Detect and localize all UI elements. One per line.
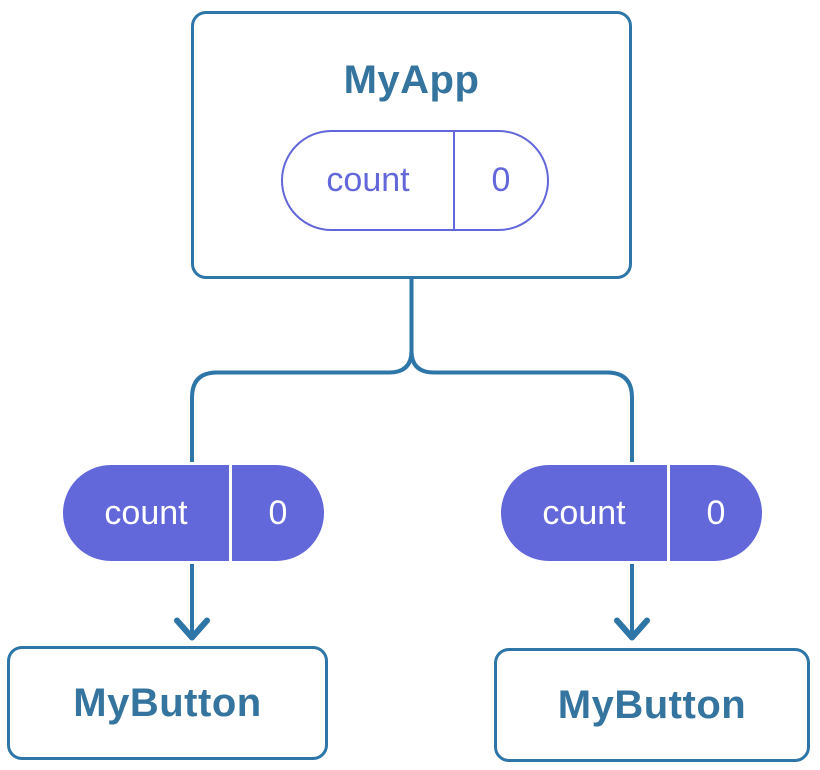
arrow-down-left-head [174, 617, 210, 641]
pill-divider [229, 465, 232, 561]
pill-divider [667, 465, 670, 561]
component-name-mybutton-left: MyButton [73, 680, 262, 725]
component-name-mybutton-right: MyButton [557, 682, 747, 727]
prop-pill-left: count 0 [60, 462, 327, 564]
component-card-mybutton-right: MyButton [494, 648, 810, 762]
prop-pill-value: 0 [706, 493, 726, 532]
prop-pill-label: count [104, 493, 188, 532]
state-pill-root: count 0 [281, 130, 549, 231]
prop-pill-value: 0 [268, 493, 288, 532]
branch-line-left [190, 279, 414, 470]
arrow-down-right-head [614, 617, 650, 641]
branch-line-right [409, 279, 634, 470]
state-pill-label: count [326, 161, 410, 199]
prop-pill-label: count [542, 493, 626, 532]
state-pill-value: 0 [491, 161, 511, 199]
component-name-myapp: MyApp [343, 58, 480, 102]
pill-divider [453, 132, 455, 229]
prop-pill-right: count 0 [498, 462, 765, 564]
component-card-mybutton-left: MyButton [7, 646, 328, 760]
component-card-myapp: MyApp count 0 [191, 11, 632, 279]
